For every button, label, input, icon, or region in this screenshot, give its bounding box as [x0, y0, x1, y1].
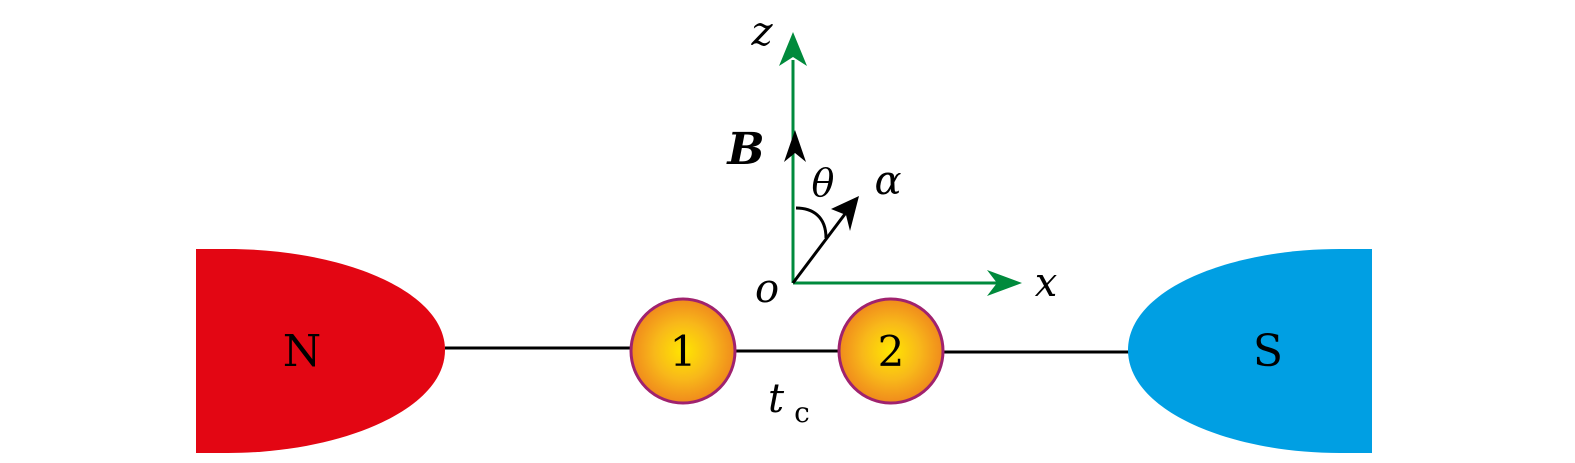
x-axis-arrowhead	[987, 270, 1022, 296]
z-axis-arrowhead	[779, 32, 807, 66]
coupling-subscript: c	[794, 396, 810, 429]
coupling-label: t c	[768, 376, 810, 429]
quantum-dot-1-label: 1	[670, 327, 697, 376]
z-axis-label: z	[750, 9, 773, 55]
angle-label: θ	[812, 161, 835, 205]
origin-label: o	[755, 266, 779, 312]
soc-vector-arrowhead	[831, 196, 859, 231]
normal-lead	[196, 249, 445, 453]
superconductor-lead	[1128, 249, 1372, 453]
x-axis-label: x	[1035, 260, 1058, 306]
superconductor-lead-label: S	[1253, 326, 1283, 377]
quantum-dot-1	[629, 297, 737, 405]
field-arrowhead	[784, 130, 806, 162]
quantum-dot-2	[837, 297, 945, 405]
coupling-symbol: t	[768, 376, 785, 422]
field-label: B	[725, 124, 764, 175]
quantum-dot-2-label: 2	[878, 327, 905, 376]
angle-arc	[795, 206, 828, 239]
soc-vector	[791, 209, 850, 284]
soc-vector-label: α	[874, 158, 901, 204]
normal-lead-label: N	[283, 326, 322, 377]
